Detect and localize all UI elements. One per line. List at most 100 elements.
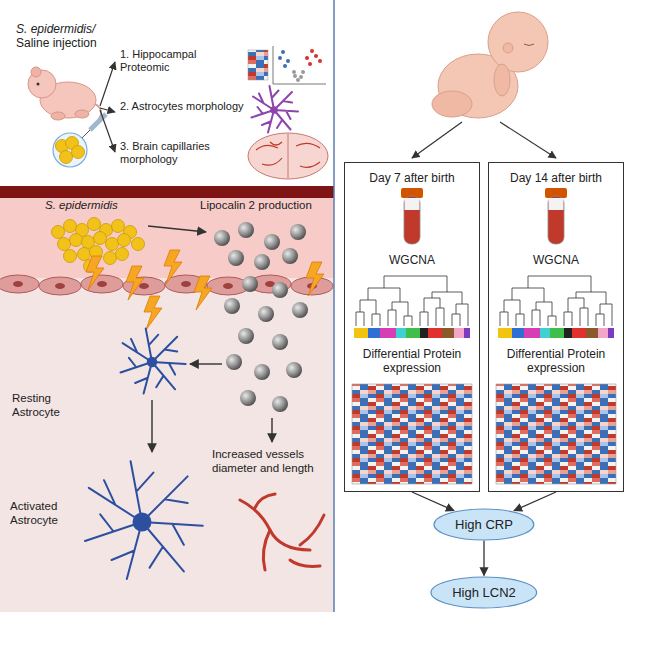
proteomic-icons-part-part [293,74,297,78]
resting-astrocyte [121,328,186,393]
day7-charts [352,188,472,484]
box-text: WGCNA [489,253,623,267]
text-label: S. epidermidis/ Saline injection [16,22,126,51]
lipocalin-spheres-part [286,362,302,378]
fetus-figure [432,12,548,118]
scene-arrows-part [190,363,222,364]
enlarged-vessels-part [240,500,310,550]
lipocalin-spheres [214,222,308,412]
ellipse-shape [434,509,534,540]
bacteria-cluster-part [118,234,131,247]
lipocalin-spheres-part [290,224,306,240]
bacteria-cluster-part [94,232,107,245]
syringe-injection [53,114,106,167]
lipocalin-spheres-part [272,282,288,298]
proteomic-icons-part-part [278,56,282,60]
day14-charts [496,188,616,484]
scene-arrows-part [151,400,152,452]
vessel-scene-part [0,275,39,293]
fetus-figure-part [488,12,548,72]
vessel-scene [0,186,334,612]
timepoint-box: Day 7 after birthWGCNADifferential Prote… [344,162,480,492]
text-label: 1. Hippocampal Proteomic [120,48,245,74]
proteomic-icons [248,46,326,84]
lipocalin-spheres-part [240,390,256,406]
proteomic-icons-part-part [286,59,290,63]
text-label: Activated Astrocyte [10,500,74,528]
scene-arrows-part [148,226,206,232]
flow-arrow [412,492,454,511]
fetus-arrows [412,122,556,158]
bacteria-cluster-part [106,238,119,251]
activated-astrocyte [85,461,203,579]
bacteria-cluster-part [64,220,77,233]
flow-arrow [514,492,556,511]
proteomic-icons-part-part [308,62,312,66]
italic-part: S. epidermidis/ [16,22,95,36]
enlarged-vessels [240,494,324,570]
mouse-pup [28,67,101,120]
vessel-scene-part [0,186,334,612]
lipocalin-spheres-part [242,276,258,292]
proteomic-icons-part [292,70,305,82]
mouse-pup-part [75,110,89,118]
fetus-figure-part [524,44,534,46]
fetus-figure-part [503,43,513,53]
lipocalin-spheres-part [272,396,288,412]
lipocalin-spheres-part [238,328,254,344]
bacteria-cluster-part [116,248,129,261]
damage-bolts-part [126,266,144,300]
bacteria-cluster-part [132,238,145,251]
bacteria-cluster-part [64,250,77,263]
text-label: Increased vessels diameter and length [212,448,330,476]
text-label: 3. Brain capillaries morphology [120,140,235,166]
vessel-scene-part [0,186,334,198]
proteomic-icons-part-part [283,64,287,68]
lipocalin-spheres-part [282,248,298,264]
lipocalin-spheres-part [228,250,244,266]
syringe-injection-part [72,146,85,159]
lipocalin-spheres-part [224,298,240,314]
syringe-injection-part [82,130,90,138]
vessel-scene-part [39,277,81,295]
brain-icon-part [248,133,328,179]
timepoint-box: Day 14 after birthWGCNA Differential Prot… [488,162,624,492]
fetus-arrows-part [500,122,556,158]
scene-arrows [148,226,272,452]
proteomic-icons-part-part [292,70,296,74]
brain-icon-part [288,134,289,178]
panel-divider [333,0,335,612]
lipocalin-spheres-part [258,306,274,322]
lipocalin-spheres-part [292,302,308,318]
box-heading: Day 14 after birth [489,171,623,185]
lipocalin-spheres-part [238,222,254,238]
box-text: Differential Protein expression [489,347,623,376]
lipocalin-spheres-part [254,254,270,270]
box-text: Differential Protein expression [345,347,479,376]
node-text: High CRP [455,517,513,532]
text-label: Resting Astrocyte [12,392,92,420]
fan-arrows-part [100,110,115,152]
proteomic-icons-part-part [281,50,285,54]
bacteria-cluster-part [58,238,71,251]
fetus-figure-part [494,64,510,96]
enlarged-vessels-part [263,530,270,570]
fan-arrows [100,62,115,152]
bacteria-cluster-part [52,226,65,239]
result-ellipse: High LCN2 [430,576,538,609]
proteomic-icons-part-part [299,75,303,79]
vessel-scene-part [81,275,123,293]
text-label: Lipocalin 2 production [200,199,330,213]
enlarged-vessels-part [290,560,320,566]
scene-arrows-part [271,418,272,442]
proteomic-icons-part-part [314,54,318,58]
proteomic-icons-part [305,49,322,66]
ellipse-shape [431,577,537,608]
lipocalin-spheres-part [272,334,288,350]
bacteria-cluster-part [88,218,101,231]
bacteria-cluster-part [104,252,117,265]
fan-arrows-part [100,108,115,112]
box-heading: Day 7 after birth [345,171,479,185]
